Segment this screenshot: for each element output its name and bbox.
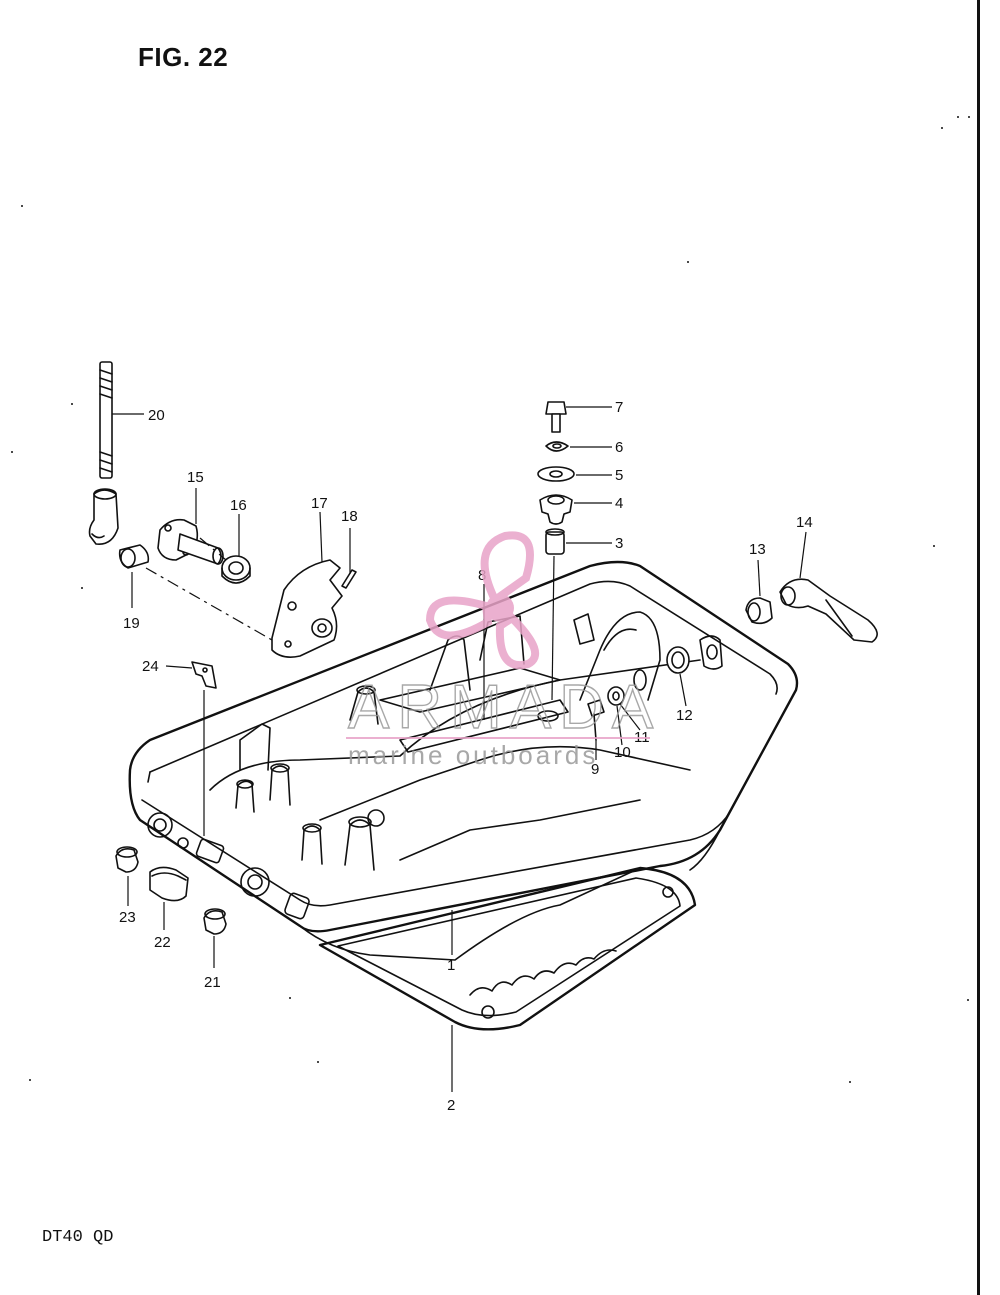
part-5-washer xyxy=(537,466,575,482)
part-18-pin xyxy=(341,569,357,589)
part-16-bushing xyxy=(221,555,251,584)
callout-18: 18 xyxy=(341,508,358,525)
callout-10: 10 xyxy=(614,744,631,761)
part-10-bolt xyxy=(587,699,605,741)
part-15-shaft xyxy=(157,518,224,565)
watermark: ARMADA marine outboards xyxy=(346,531,661,770)
callout-19: 19 xyxy=(123,615,140,632)
part-22-grommet xyxy=(149,866,189,902)
callout-4: 4 xyxy=(615,495,623,512)
assembly-line-15 xyxy=(199,537,227,561)
part-20-stud-bolt xyxy=(99,361,113,479)
watermark-tagline: marine outboards xyxy=(348,740,598,770)
callout-17: 17 xyxy=(311,495,328,512)
watermark-brand: ARMADA xyxy=(348,673,661,742)
page-border-line xyxy=(977,0,980,1295)
part-6-lock-washer xyxy=(545,441,569,452)
callout-5: 5 xyxy=(615,467,623,484)
part-12-o-ring xyxy=(666,646,690,674)
callout-6: 6 xyxy=(615,439,623,456)
part-23-plug xyxy=(115,846,139,873)
callout-7: 7 xyxy=(615,399,623,416)
leader-lines xyxy=(112,406,807,1092)
part-14-lever-handle xyxy=(779,578,878,643)
part-24-clip xyxy=(191,661,217,689)
elbow-fitting xyxy=(88,488,119,545)
callout-22: 22 xyxy=(154,934,171,951)
part-1-bottom-cowling xyxy=(128,560,799,961)
figure-title: FIG. 22 xyxy=(138,42,229,72)
callout-23: 23 xyxy=(119,909,136,926)
propeller-logo-icon xyxy=(425,531,540,670)
part-3-collar xyxy=(545,528,565,555)
callout-numbers: 1 2 3 4 5 6 7 8 9 10 11 12 13 14 15 16 1… xyxy=(119,399,813,1114)
callout-21: 21 xyxy=(204,974,221,991)
scan-specks xyxy=(11,116,970,1083)
part-13-bushing xyxy=(745,597,773,625)
callout-24: 24 xyxy=(142,658,159,675)
callout-2: 2 xyxy=(447,1097,455,1114)
part-2-gasket xyxy=(318,866,697,1031)
callout-16: 16 xyxy=(230,497,247,514)
callout-1: 1 xyxy=(447,957,455,974)
callout-14: 14 xyxy=(796,514,813,531)
assembly-line-19-17 xyxy=(145,567,273,641)
callout-3: 3 xyxy=(615,535,623,552)
callout-12: 12 xyxy=(676,707,693,724)
part-21-plug xyxy=(203,908,227,935)
callout-9: 9 xyxy=(591,761,599,778)
callout-15: 15 xyxy=(187,469,204,486)
part-7-bolt xyxy=(545,401,567,433)
callout-20: 20 xyxy=(148,407,165,424)
assembly-line-stack xyxy=(551,555,555,701)
callout-13: 13 xyxy=(749,541,766,558)
model-code: DT40 QD xyxy=(42,1228,114,1247)
part-11-washer xyxy=(607,686,625,706)
part-4-grommet xyxy=(539,494,573,525)
part-17-lever-plate xyxy=(271,559,343,658)
part-19-fitting xyxy=(118,544,150,569)
